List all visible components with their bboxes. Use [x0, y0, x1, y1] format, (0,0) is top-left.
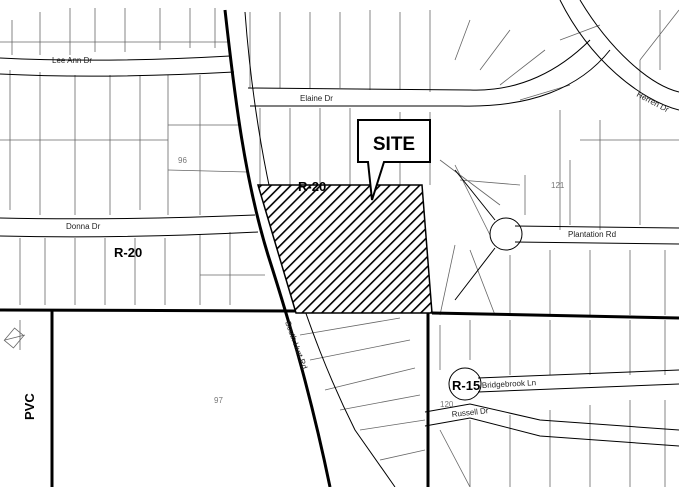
street-label-russell: Russell Dr	[451, 406, 489, 419]
parcel-label-96: 96	[178, 156, 187, 165]
parcel-label-120: 120	[440, 400, 454, 409]
street-label-plantation: Plantation Rd	[568, 230, 616, 239]
zoning-boundaries	[0, 9, 679, 487]
zone-label-r20-west: R-20	[114, 245, 142, 260]
zone-label-r20-site: R-20	[298, 179, 326, 194]
site-parcel	[256, 184, 433, 314]
pvc-symbol-icon	[3, 327, 25, 349]
zone-label-r15: R-15	[452, 378, 480, 393]
site-label: SITE	[373, 134, 415, 155]
zone-label-pvc: PVC	[22, 393, 37, 420]
street-label-donna: Donna Dr	[66, 222, 101, 231]
street-label-lee-ann: Lee Ann Dr	[52, 56, 92, 65]
parcel-label-97: 97	[214, 396, 223, 405]
lot-lines	[0, 8, 679, 487]
street-label-bridgebrook: Bridgebrook Ln	[482, 378, 537, 390]
street-label-south-hurt: South Hurt Rd	[283, 320, 309, 371]
parcel-label-121: 121	[551, 181, 565, 190]
site-callout: SITE	[357, 119, 431, 201]
street-label-elaine: Elaine Dr	[300, 94, 333, 103]
